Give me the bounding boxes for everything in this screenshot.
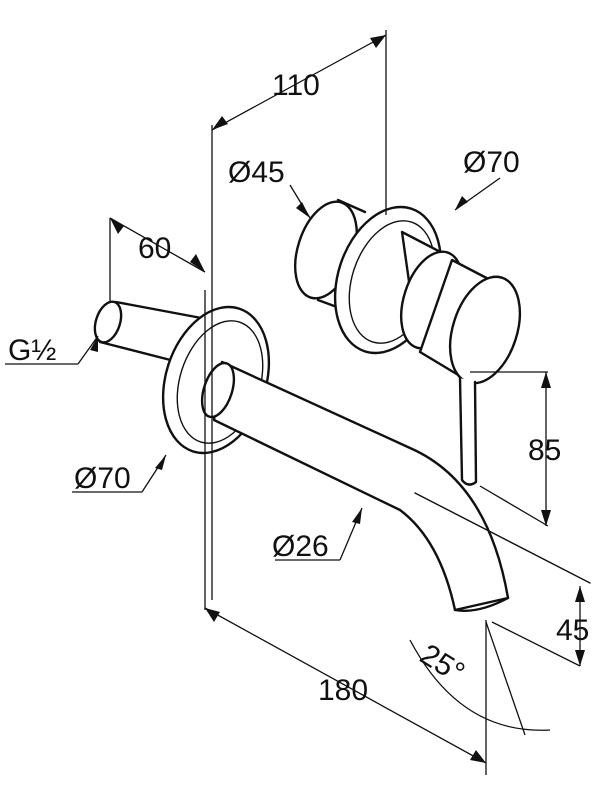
lever [458,376,478,486]
label-rosette-diameter-bottom: Ø70 [74,462,131,495]
label-lever-height: 85 [528,434,561,467]
label-rosette-diameter-top: Ø70 [463,146,520,179]
label-thread: G½ [8,334,56,367]
dimension-lines [5,30,585,775]
mixer-body [294,198,522,486]
spout-centerline [414,492,591,584]
label-spout-angle: 25° [414,638,470,690]
label-spout-tip-height: 45 [556,614,589,647]
label-spout-diameter: Ø26 [272,530,329,563]
spout-assembly [93,300,591,612]
label-spout-length: 180 [318,674,368,707]
spout-tip [453,596,510,612]
pipe-end [93,300,123,344]
label-top-length: 110 [272,69,320,102]
label-pipe-offset: 60 [138,232,171,265]
dimension-labels: 110 Ø45 Ø70 60 G½ Ø70 Ø26 85 45 25° 180 [8,69,589,707]
label-handle-diameter: Ø45 [228,156,285,189]
